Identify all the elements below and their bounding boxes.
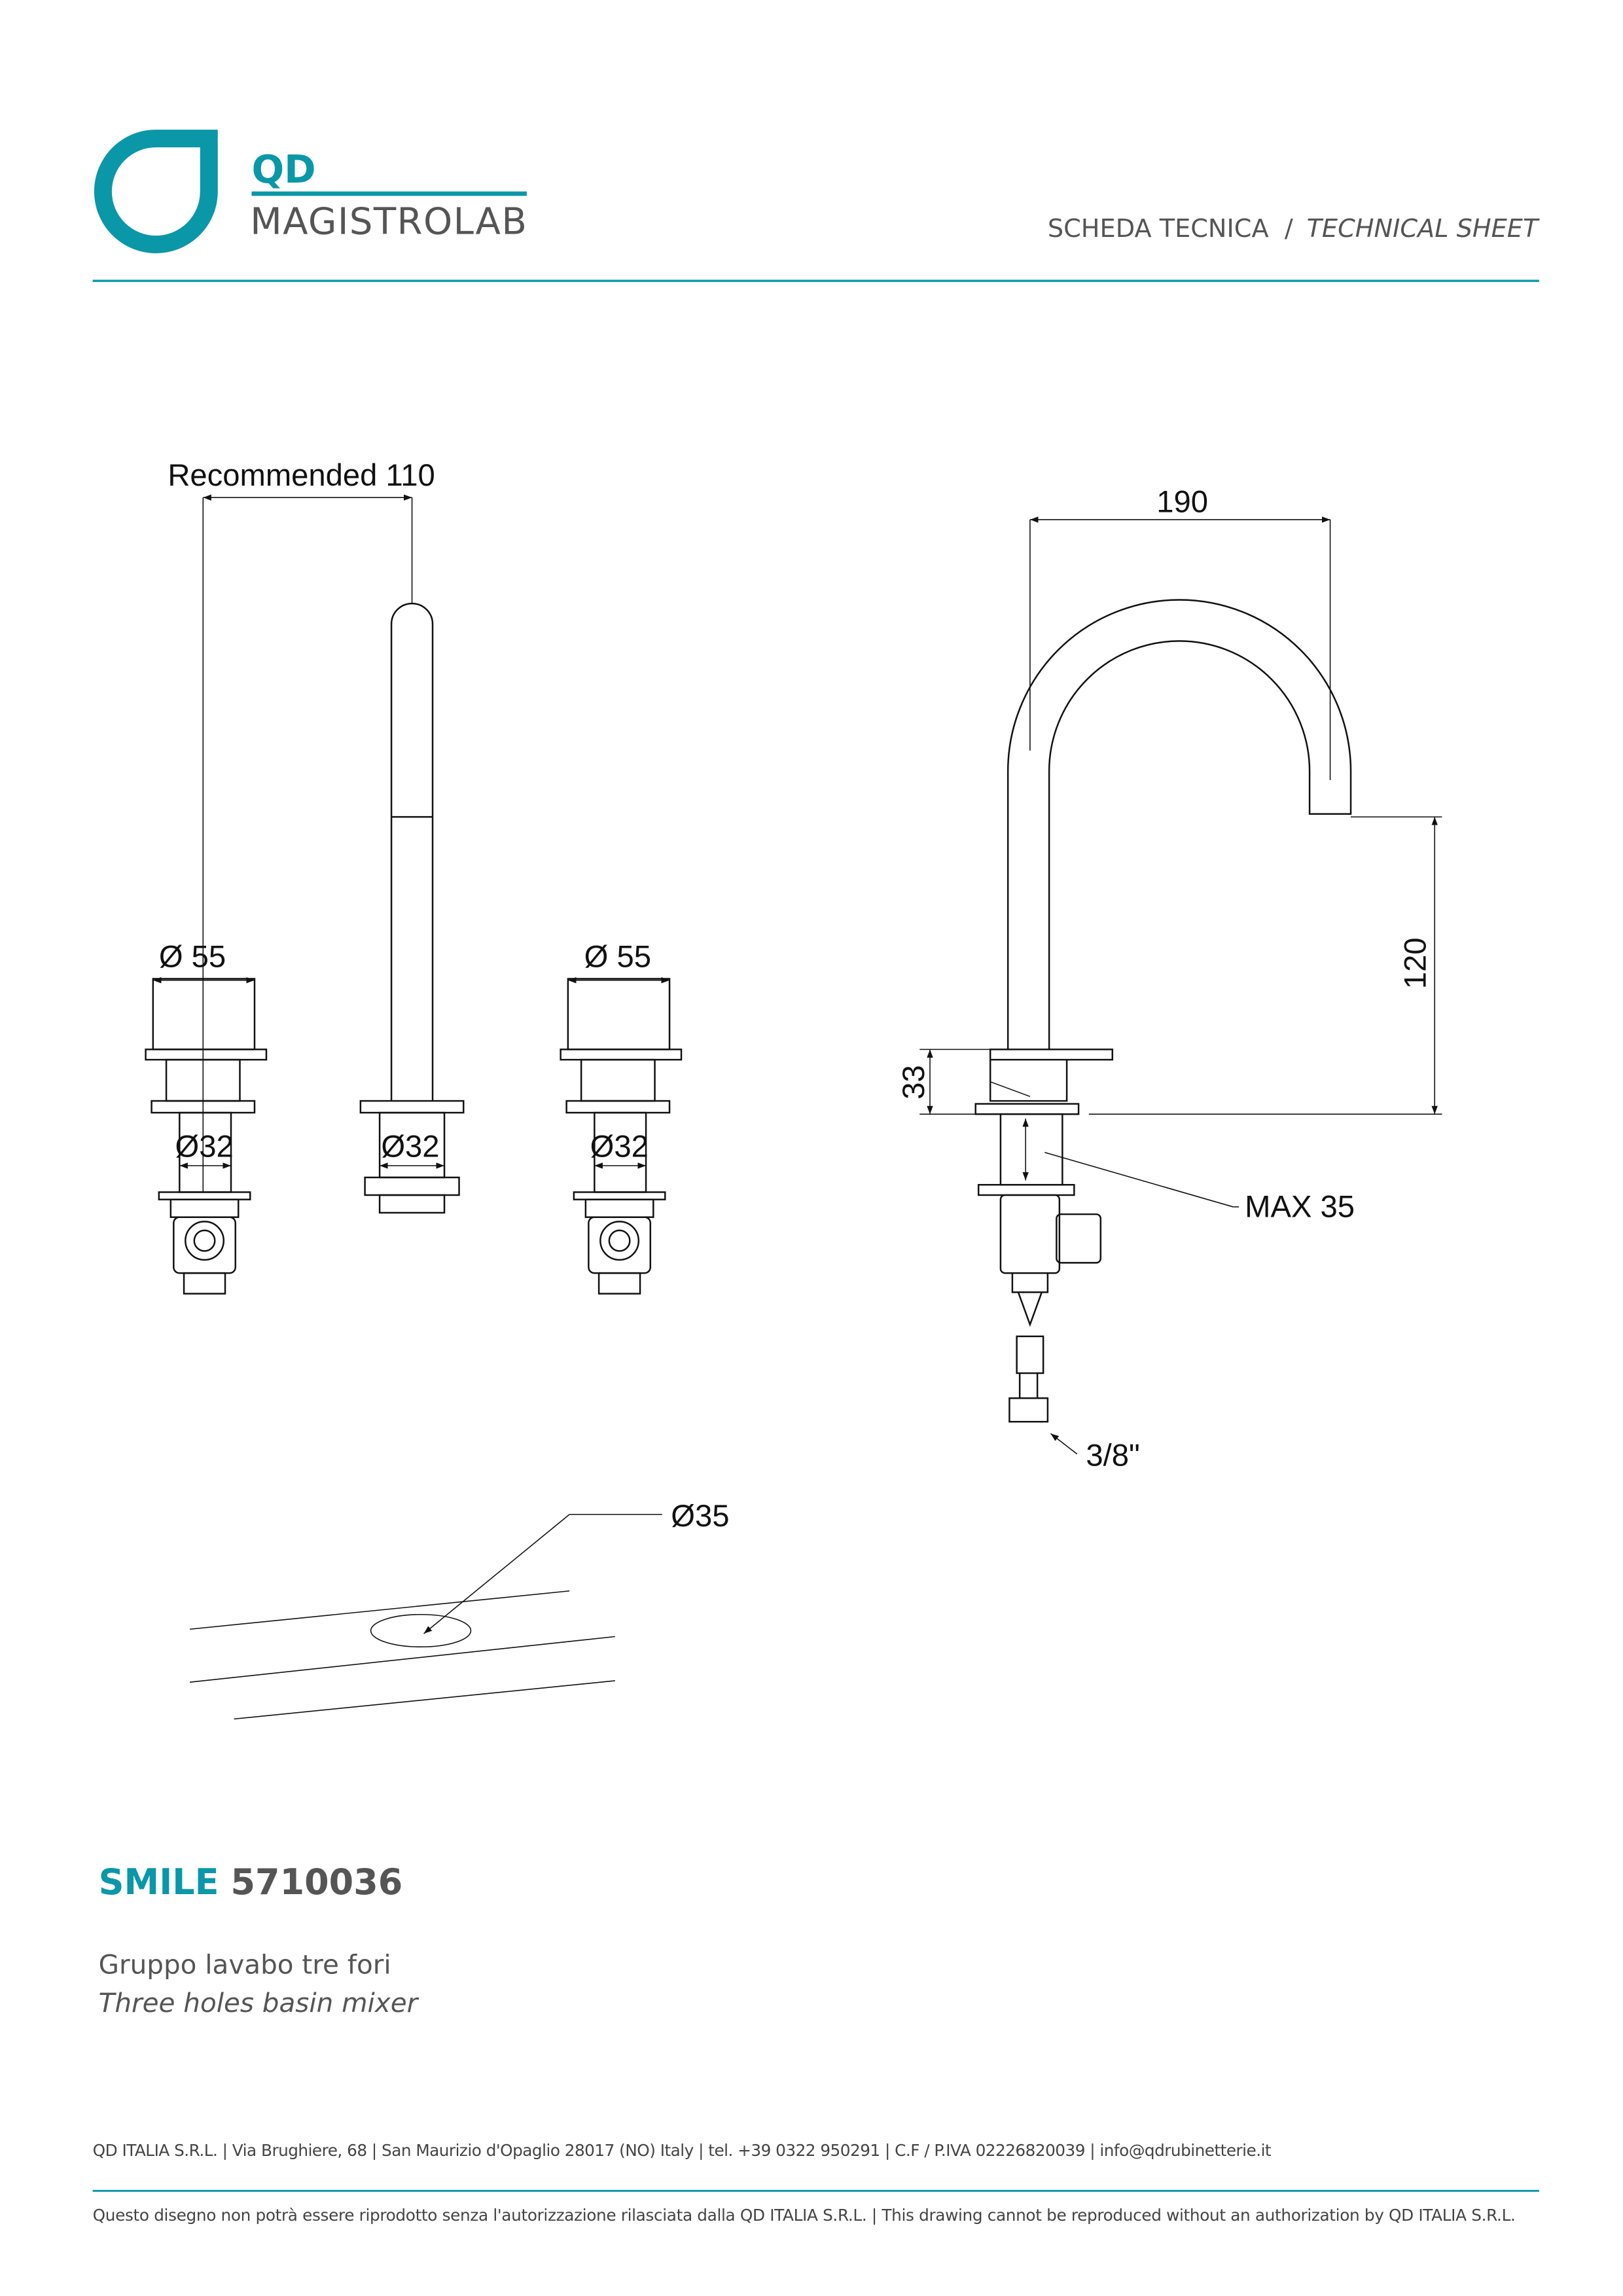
footer-divider — [92, 2189, 1539, 2192]
logo: QD MAGISTROLAB — [94, 130, 527, 253]
logo-drop-icon — [94, 130, 218, 253]
spout-side-view: 190 120 33 MAX 35 3/8" — [897, 485, 1442, 1473]
description-it: Gruppo lavabo tre fori — [99, 1948, 391, 1980]
sheet-label-en: TECHNICAL SHEET — [1307, 215, 1540, 243]
dim-diameter-55-left: Ø 55 — [159, 939, 226, 974]
header-divider — [92, 279, 1539, 282]
dim-width-190: 190 — [1156, 485, 1208, 520]
dim-recommended: Recommended 110 — [168, 458, 435, 493]
footer-address: QD ITALIA S.R.L. | Via Brughiere, 68 | S… — [93, 2141, 1272, 2160]
handle-right — [560, 977, 683, 1295]
description-en: Three holes basin mixer — [99, 1987, 419, 2018]
spout-front — [359, 602, 465, 1214]
thread-size-label: 3/8" — [1086, 1439, 1139, 1473]
footer-disclaimer: Questo disegno non potrà essere riprodot… — [93, 2206, 1516, 2225]
dim-height-33: 33 — [897, 1065, 931, 1100]
logo-qd: QD — [251, 147, 315, 192]
sheet-label-it: SCHEDA TECNICA — [1048, 215, 1269, 243]
product-title: SMILE 5710036 — [99, 1861, 403, 1903]
logo-magistrolab: MAGISTROLAB — [250, 201, 527, 243]
hole-detail: Ø35 — [189, 1499, 730, 1720]
dim-diameter-55-right: Ø 55 — [584, 939, 651, 974]
dim-diameter-32-right: Ø32 — [590, 1129, 649, 1164]
sheet-label-separator: / — [1285, 215, 1293, 243]
product-code: 5710036 — [230, 1861, 402, 1903]
dim-hole-35: Ø35 — [671, 1499, 729, 1534]
dim-diameter-32-left: Ø32 — [175, 1129, 234, 1164]
dim-height-120: 120 — [1399, 937, 1433, 989]
dim-diameter-32-spout: Ø32 — [381, 1129, 439, 1164]
three-hole-front-view: Recommended 110 Ø 55 Ø32 — [145, 458, 683, 1295]
handle-left — [145, 977, 268, 1295]
dim-max-35: MAX 35 — [1245, 1190, 1355, 1225]
product-name: SMILE — [99, 1861, 219, 1903]
